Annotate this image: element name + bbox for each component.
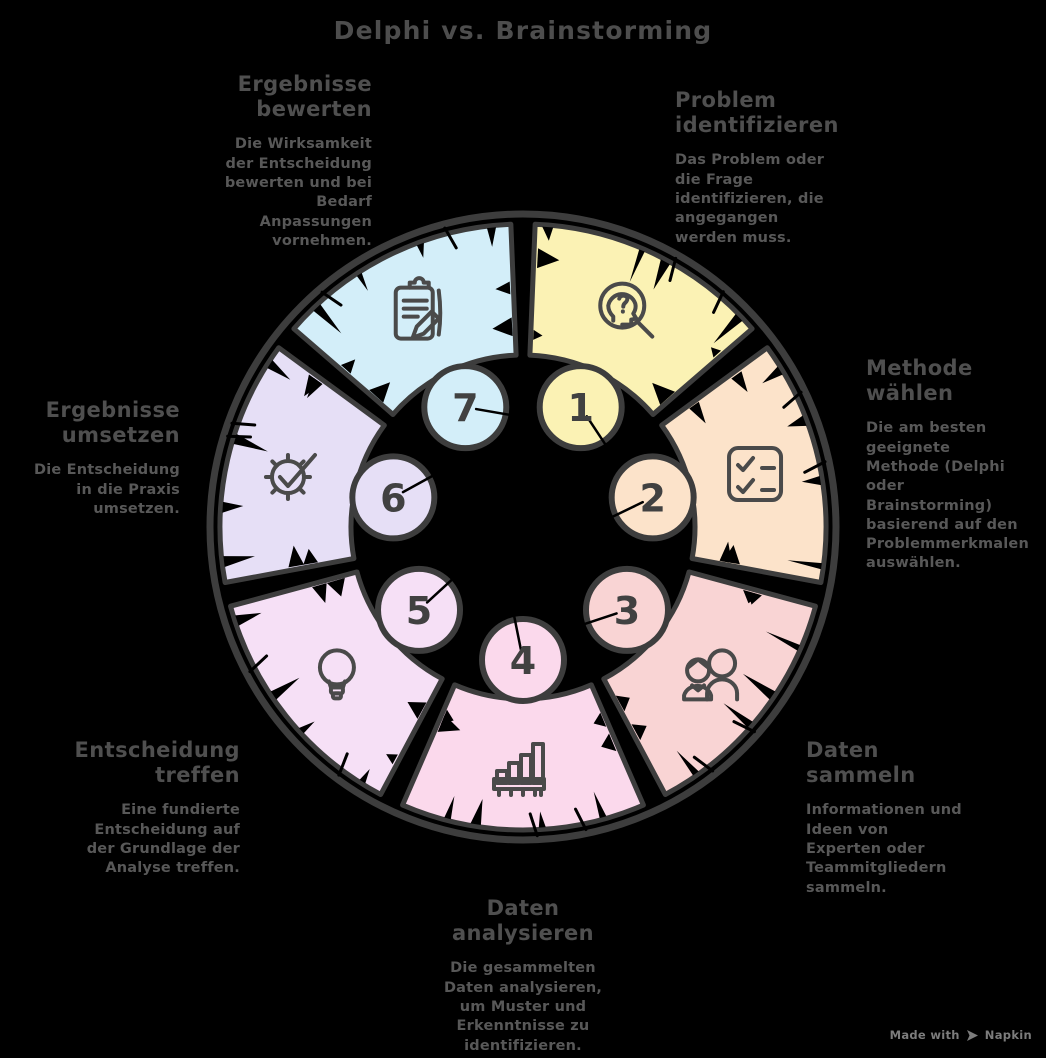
step-identify-block: Problem identifizieren Das Problem oder … (675, 88, 905, 248)
segment-7-number: 7 (452, 386, 478, 430)
step-evaluate-title: Ergebnisse bewerten (237, 72, 372, 122)
segment-1-sketch-marks (533, 226, 743, 405)
step-collect-block: Daten sammeln Informationen und Ideen vo… (806, 738, 1028, 898)
made-with-label: Made with (889, 1028, 960, 1042)
step-evaluate-block: Ergebnisse bewerten Die Wirksamkeit der … (132, 72, 372, 251)
segment-2-sketch-marks (689, 366, 827, 570)
step-implement-title: Ergebnisse umsetzen (45, 398, 180, 448)
segment-1-number: 1 (567, 386, 593, 430)
segment-1-number-badge (536, 363, 625, 452)
step-identify-description: Das Problem oder die Frage identifiziere… (675, 152, 825, 246)
step-implement-description: Die Entscheidung in die Praxis umsetzen. (33, 462, 180, 517)
segment-4-number: 4 (510, 639, 536, 683)
segment-4-number-badge (479, 616, 567, 704)
step-analyze-title: Daten analysieren (451, 896, 595, 946)
napkin-logo-icon (966, 1029, 978, 1041)
step-decide-title: Entscheidung treffen (74, 738, 240, 788)
step-decide-description: Eine fundierte Entscheidung auf der Grun… (86, 802, 240, 877)
step-implement-block: Ergebnisse umsetzen Die Entscheidung in … (14, 398, 180, 519)
segment-6-number-badge (349, 453, 438, 542)
segment-2-number: 2 (639, 476, 665, 520)
brand-label: Napkin (984, 1028, 1032, 1042)
segment-7-sketch-marks (313, 226, 513, 403)
step-evaluate-description: Die Wirksamkeit der Entscheidung bewerte… (224, 136, 372, 249)
segment-5-number: 5 (406, 589, 432, 633)
segment-5-sketch-marks (235, 577, 427, 784)
step-collect-title: Daten sammeln (806, 738, 916, 788)
segment-2-number-badge (608, 453, 697, 542)
segment-3-number-badge (582, 565, 671, 654)
page-title: Delphi vs. Brainstorming (333, 16, 713, 45)
segment-6-number: 6 (380, 476, 406, 520)
step-method-block: Methode wählen Die am besten geeignete M… (866, 356, 1046, 574)
step-collect-description: Informationen und Ideen von Experten ode… (806, 802, 962, 896)
step-identify-title: Problem identifizieren (675, 88, 839, 138)
step-method-title: Methode wählen (866, 356, 973, 406)
segment-3-sketch-marks (615, 589, 800, 776)
segment-6-sketch-marks (222, 360, 323, 568)
wheel-outer-ring (206, 210, 840, 844)
step-method-description: Die am besten geeignete Methode (Delphi … (866, 420, 1029, 572)
segment-4-sketch-marks (437, 709, 617, 838)
step-decide-block: Entscheidung treffen Eine fundierte Ents… (26, 738, 240, 879)
step-analyze-description: Die gesammelten Daten analysieren, um Mu… (443, 960, 603, 1054)
segment-7-number-badge (421, 363, 510, 452)
step-analyze-block: Daten analysieren Die gesammelten Daten … (373, 896, 673, 1056)
made-with-napkin-badge: Made with Napkin (890, 1028, 1032, 1042)
segment-3-number: 3 (614, 589, 640, 633)
